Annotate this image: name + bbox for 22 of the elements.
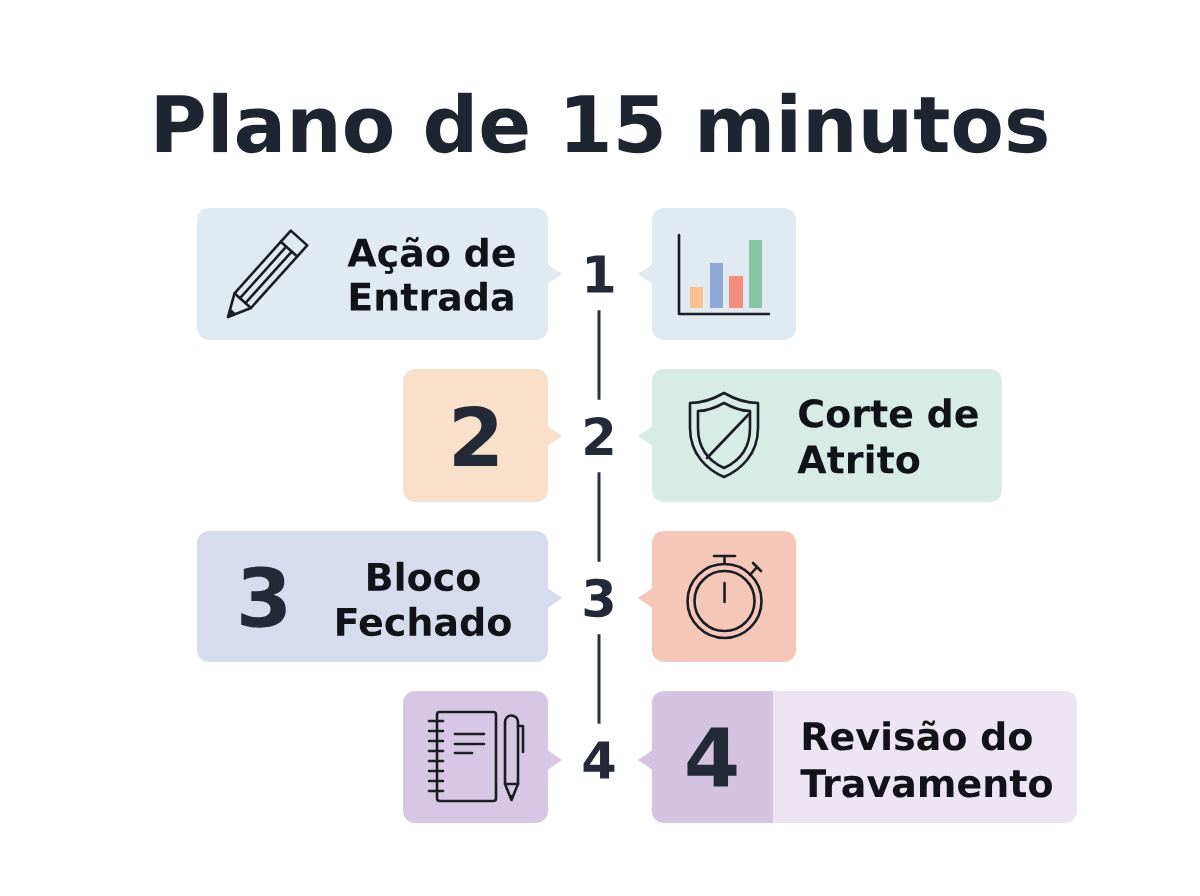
timeline-line bbox=[597, 634, 601, 724]
callout-box bbox=[403, 369, 562, 502]
step-number: 3 bbox=[584, 578, 613, 618]
callout-box bbox=[197, 208, 562, 340]
step-number: 1 bbox=[587, 255, 614, 293]
box-label: Revisão do Travamento bbox=[800, 720, 1052, 798]
big-number: 2 bbox=[454, 405, 498, 467]
box-label: Corte de Atrito bbox=[797, 398, 978, 474]
timeline-line bbox=[597, 310, 601, 400]
big-number: 4 bbox=[687, 727, 737, 787]
big-number: 3 bbox=[241, 566, 286, 628]
title: Plano de 15 minutos bbox=[156, 92, 1047, 154]
callout-box bbox=[638, 369, 1002, 502]
box-label: Ação de Entrada bbox=[347, 236, 515, 312]
step-number: 4 bbox=[583, 741, 615, 779]
callout-box bbox=[403, 691, 562, 823]
step-number: 2 bbox=[585, 417, 613, 455]
callout-box bbox=[197, 531, 562, 662]
box-label: Bloco Fechado bbox=[337, 561, 511, 637]
timeline-line bbox=[597, 472, 601, 562]
callout-box bbox=[638, 691, 1077, 823]
callout-box bbox=[638, 531, 796, 662]
